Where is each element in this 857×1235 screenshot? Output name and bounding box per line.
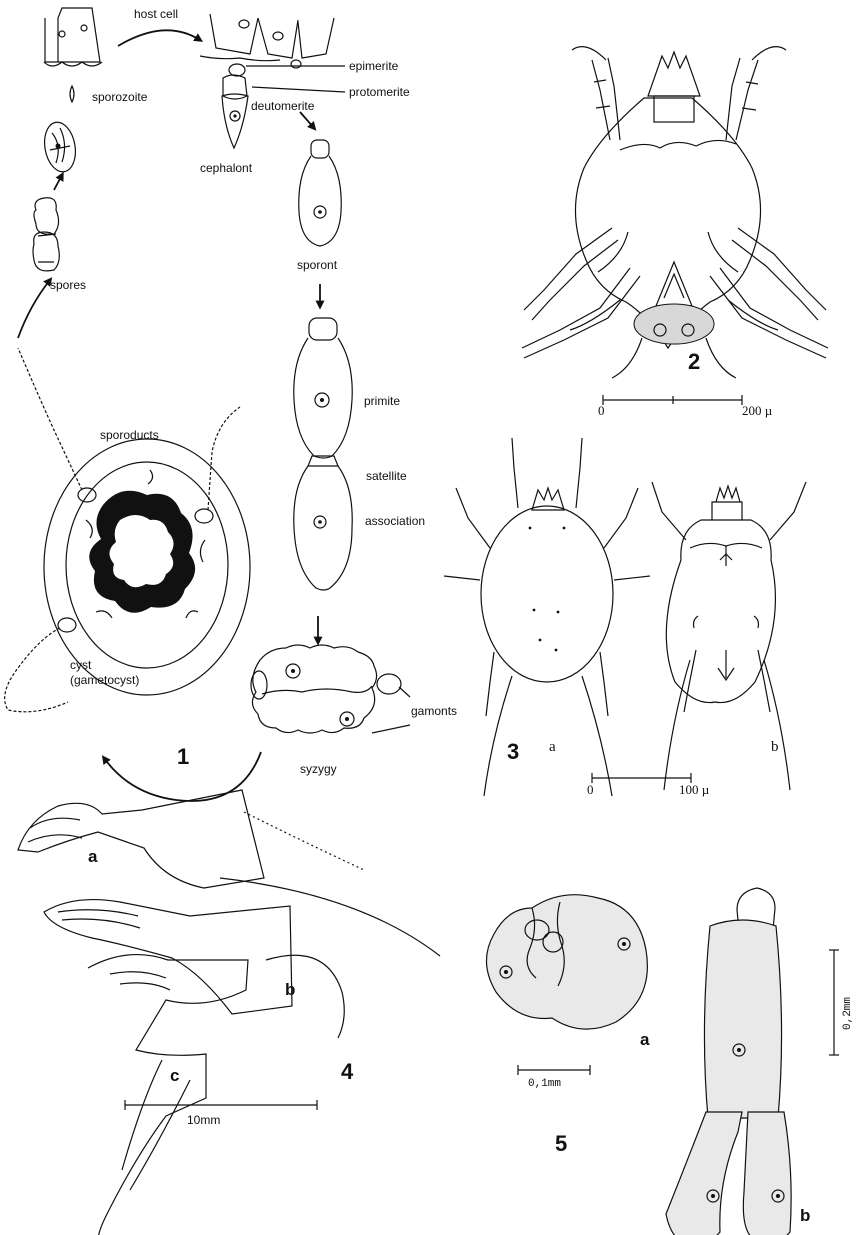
label-spores: spores — [50, 278, 86, 292]
host-epithelium-cells — [44, 8, 102, 66]
figure-5-number: 5 — [555, 1131, 567, 1156]
figure-2-scale-start: 0 — [598, 403, 605, 418]
figure-5-gregarines: a 0,1mm 5 b 0,2mm — [486, 888, 854, 1235]
figure-4-sub-a: a — [88, 847, 98, 866]
figure-3-scale-end: 100 µ — [679, 782, 710, 797]
arrow-host-cell — [118, 30, 200, 46]
figure-5-scale-a: 0,1mm — [528, 1078, 561, 1090]
figure-5-sub-b: b — [800, 1206, 810, 1225]
gametocyst — [5, 348, 250, 712]
label-sporont: sporont — [297, 258, 338, 272]
label-deutomerite: deutomerite — [251, 99, 315, 113]
setae-dots — [529, 527, 566, 652]
label-syzygy: syzygy — [300, 762, 337, 776]
figure-5-scale-b: 0,2mm — [842, 997, 854, 1030]
figure-3-mites: a b 3 0 100 µ — [444, 438, 806, 797]
label-sporozoite: sporozoite — [92, 90, 148, 104]
figure-1-number: 1 — [177, 744, 189, 769]
sporont — [299, 140, 342, 246]
figure-2-mite: 0 200 µ 2 — [522, 47, 828, 418]
syzygy — [251, 645, 401, 733]
label-sporoducts: sporoducts — [100, 428, 159, 442]
figure-1-life-cycle: sporozoite spores — [5, 7, 457, 801]
figure-2-number: 2 — [688, 349, 700, 374]
label-primite: primite — [364, 394, 400, 408]
figure-4-genitalia: a b c 4 10mm — [18, 790, 440, 1235]
association — [294, 318, 352, 590]
arrow-spores-up — [54, 175, 62, 190]
label-gametocyst: (gametocyst) — [70, 673, 139, 687]
label-protomerite: protomerite — [349, 85, 410, 99]
label-epimerite: epimerite — [349, 59, 399, 73]
figure-4-sub-b: b — [285, 980, 295, 999]
arrow-to-sporont — [300, 112, 314, 128]
label-host-cell: host cell — [134, 7, 178, 21]
sporozoite — [70, 86, 74, 102]
label-gamonts: gamonts — [411, 704, 457, 718]
arrow-cyst-spores — [18, 280, 50, 338]
spore-open — [41, 120, 79, 174]
figure-3-sub-b: b — [771, 739, 779, 755]
figure-3-scale-start: 0 — [587, 782, 594, 797]
figure-4-scale: 10mm — [187, 1113, 220, 1127]
label-satellite: satellite — [366, 469, 407, 483]
label-association: association — [365, 514, 425, 528]
figure-2-scale-end: 200 µ — [742, 403, 773, 418]
figure-4-number: 4 — [341, 1059, 354, 1084]
figure-3-number: 3 — [507, 739, 519, 764]
label-cephalont: cephalont — [200, 161, 253, 175]
figure-4-sub-c: c — [170, 1066, 179, 1085]
figure-3-sub-a: a — [549, 739, 556, 755]
figure-5-sub-a: a — [640, 1030, 650, 1049]
label-cyst: cyst — [70, 658, 92, 672]
spore-chain — [33, 198, 59, 271]
